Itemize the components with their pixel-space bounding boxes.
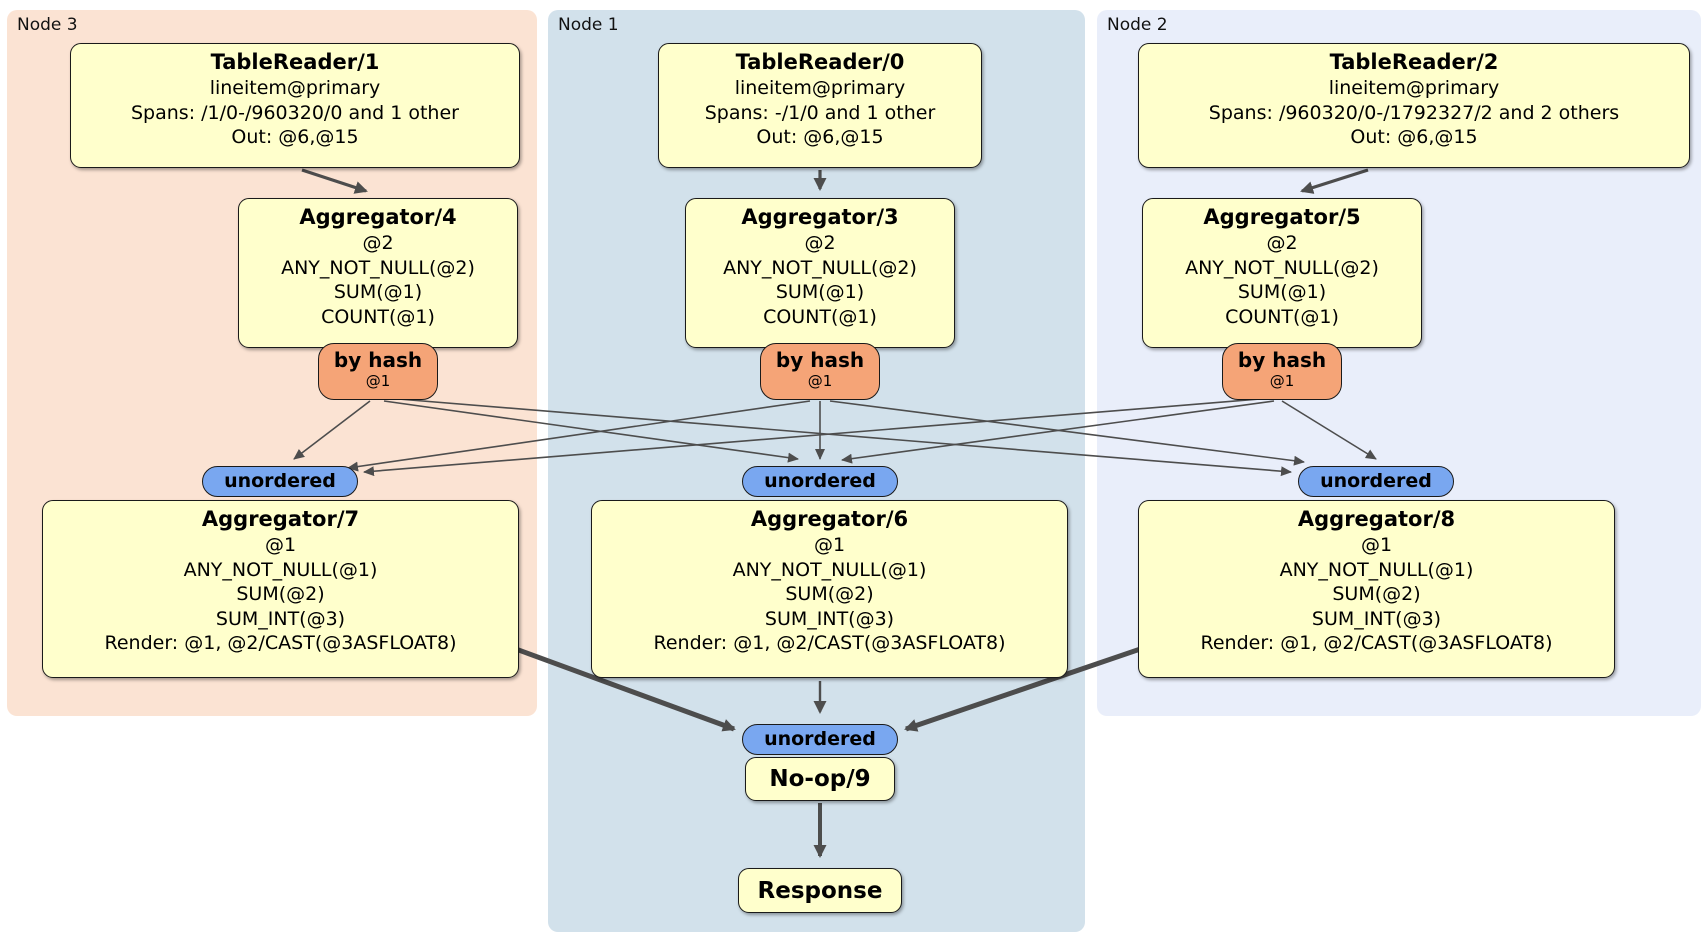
processor-detail: SUM(@2) [1332,583,1421,605]
processor-detail: SUM_INT(@3) [764,607,895,630]
unordered-sync-7: unordered [202,466,358,497]
aggregator-3-box: Aggregator/3 @2 ANY_NOT_NULL(@2) SUM(@1)… [685,198,955,348]
router-label: by hash [775,348,865,372]
tablereader-0-box: TableReader/0 lineitem@primary Spans: -/… [658,43,982,168]
aggregator-5-box: Aggregator/5 @2 ANY_NOT_NULL(@2) SUM(@1)… [1142,198,1422,348]
router-label: by hash [1237,348,1327,372]
aggregator-7-box: Aggregator/7 @1 ANY_NOT_NULL(@1) SUM(@2)… [42,500,519,678]
node2-label: Node 2 [1107,15,1168,35]
unordered-sync-9: unordered [742,724,898,755]
processor-title: TableReader/0 [735,50,905,74]
node1-label: Node 1 [558,15,619,35]
processor-detail: COUNT(@1) [321,305,435,328]
processor-detail: ANY_NOT_NULL(@1) [183,558,378,581]
processor-detail: COUNT(@1) [1225,305,1339,328]
processor-title: Aggregator/5 [1203,205,1361,229]
processor-detail: ANY_NOT_NULL(@1) [1279,558,1474,581]
processor-detail: Spans: -/1/0 and 1 other [704,101,936,124]
router-label: by hash [333,348,423,372]
processor-detail: lineitem@primary [734,77,906,99]
processor-detail: ANY_NOT_NULL(@2) [281,256,475,279]
by-hash-router-4: by hash @1 [318,343,438,400]
aggregator-8-box: Aggregator/8 @1 ANY_NOT_NULL(@1) SUM(@2)… [1138,500,1615,678]
by-hash-router-5: by hash @1 [1222,343,1342,400]
processor-detail: @2 [362,232,394,254]
processor-detail: SUM(@1) [775,281,865,303]
processor-detail: SUM(@1) [1237,281,1327,303]
router-columns: @1 [365,372,391,390]
processor-detail: SUM(@2) [236,583,325,605]
noop-9-box: No-op/9 [745,757,895,801]
processor-detail: SUM(@2) [785,583,874,605]
unordered-sync-8: unordered [1298,466,1454,497]
router-columns: @1 [807,372,833,390]
unordered-sync-6: unordered [742,466,898,497]
processor-detail: Render: @1, @2/CAST(@3ASFLOAT8) [1200,632,1553,654]
processor-title: Aggregator/7 [201,507,360,531]
processor-detail: ANY_NOT_NULL(@1) [732,558,927,581]
tablereader-2-box: TableReader/2 lineitem@primary Spans: /9… [1138,43,1690,168]
processor-detail: Out: @6,@15 [756,126,884,148]
processor-title: TableReader/1 [210,50,380,74]
processor-title: Aggregator/3 [741,205,899,229]
processor-detail: Render: @1, @2/CAST(@3ASFLOAT8) [653,632,1006,654]
processor-title: Aggregator/8 [1297,507,1456,531]
processor-detail: Render: @1, @2/CAST(@3ASFLOAT8) [104,632,457,654]
processor-detail: @1 [264,534,297,556]
processor-detail: ANY_NOT_NULL(@2) [723,256,917,279]
processor-detail: @2 [804,232,836,254]
processor-detail: @1 [813,534,846,556]
processor-detail: Out: @6,@15 [1350,126,1478,148]
processor-detail: @2 [1266,232,1298,254]
node3-label: Node 3 [17,15,78,35]
tablereader-1-box: TableReader/1 lineitem@primary Spans: /1… [70,43,520,168]
processor-title: Aggregator/6 [750,507,909,531]
aggregator-6-box: Aggregator/6 @1 ANY_NOT_NULL(@1) SUM(@2)… [591,500,1068,678]
processor-detail: lineitem@primary [209,77,381,99]
processor-detail: SUM(@1) [333,281,423,303]
processor-detail: Spans: /1/0-/960320/0 and 1 other [131,101,459,124]
processor-detail: Out: @6,@15 [231,126,359,148]
response-box: Response [738,868,902,913]
processor-detail: Spans: /960320/0-/1792327/2 and 2 others [1208,101,1620,124]
processor-title: TableReader/2 [1329,50,1499,74]
processor-detail: SUM_INT(@3) [215,607,346,630]
processor-detail: COUNT(@1) [763,305,877,328]
processor-detail: SUM_INT(@3) [1311,607,1442,630]
processor-detail: lineitem@primary [1328,77,1500,99]
processor-title: Aggregator/4 [299,205,457,229]
processor-detail: @1 [1360,534,1393,556]
processor-detail: ANY_NOT_NULL(@2) [1185,256,1379,279]
by-hash-router-3: by hash @1 [760,343,880,400]
aggregator-4-box: Aggregator/4 @2 ANY_NOT_NULL(@2) SUM(@1)… [238,198,518,348]
router-columns: @1 [1269,372,1295,390]
